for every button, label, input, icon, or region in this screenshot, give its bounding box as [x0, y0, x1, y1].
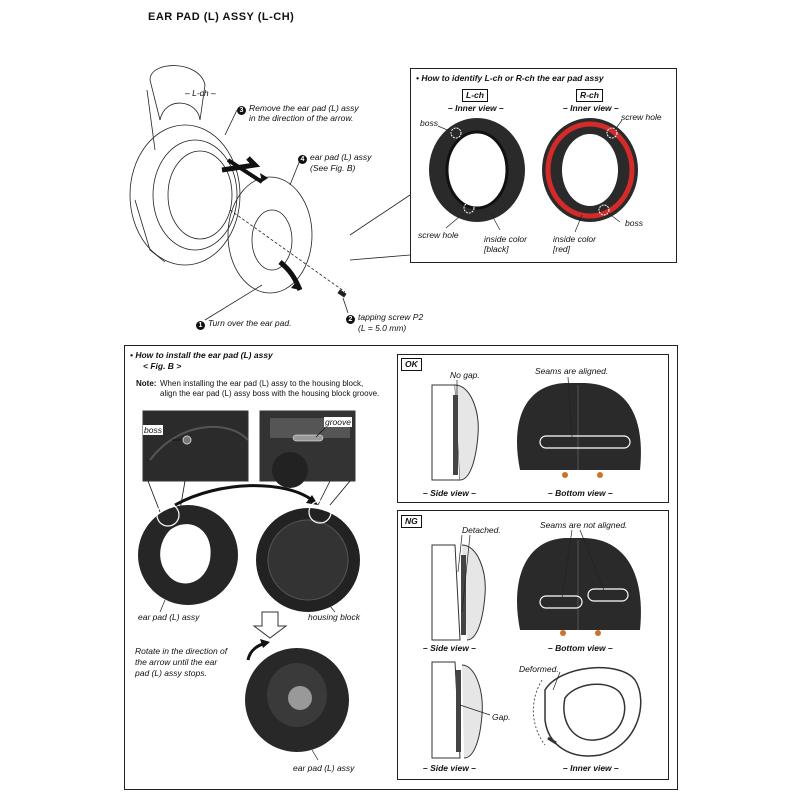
- step3-text1: Remove the ear pad (L) assy: [249, 103, 359, 113]
- housing-block-label: housing block: [308, 612, 360, 622]
- ng-seams-label: Seams are not aligned.: [540, 520, 628, 530]
- deformed-label: Deformed.: [519, 664, 559, 674]
- step2-text2: (L = 5.0 mm): [358, 323, 407, 333]
- step1-number: 1: [196, 321, 205, 330]
- lch-tag: L-ch: [462, 89, 488, 102]
- inner-view-right-label: – Inner view –: [563, 103, 619, 113]
- note-line2: align the ear pad (L) assy boss with the…: [160, 389, 380, 398]
- boss-left-label: boss: [420, 118, 438, 128]
- note-line1: When installing the ear pad (L) assy to …: [160, 379, 364, 388]
- step2-text1: tapping screw P2: [358, 312, 424, 322]
- ng-bottom-view-label: – Bottom view –: [548, 643, 613, 653]
- ng-side-view-label-1: – Side view –: [423, 643, 476, 653]
- step4-text2: (See Fig. B): [310, 163, 356, 173]
- inside-color-right-value: [red]: [553, 244, 571, 254]
- step3-number: 3: [237, 106, 246, 115]
- inside-color-right-label: inside color: [553, 234, 596, 244]
- ok-side-view-label: – Side view –: [423, 488, 476, 498]
- fig-label: < Fig. B >: [143, 361, 182, 371]
- inner-view-left-label: – Inner view –: [448, 103, 504, 113]
- lch-label: – L-ch –: [185, 88, 216, 98]
- groove-zoom-label: groove: [324, 417, 352, 427]
- ng-inner-view-label: – Inner view –: [563, 763, 619, 773]
- step4-number: 4: [298, 155, 307, 164]
- ok-tag: OK: [401, 358, 422, 371]
- screw-hole-left-label: screw hole: [418, 230, 459, 240]
- step1-text: Turn over the ear pad.: [208, 318, 292, 328]
- ok-bottom-view-label: – Bottom view –: [548, 488, 613, 498]
- inside-color-left-value: [black]: [484, 244, 509, 254]
- ok-seams-label: Seams are aligned.: [535, 366, 609, 376]
- ng-side-view-label-2: – Side view –: [423, 763, 476, 773]
- ear-pad-label: ear pad (L) assy: [138, 612, 200, 622]
- identify-heading: • How to identify L-ch or R-ch the ear p…: [416, 73, 604, 83]
- rotate-line1: Rotate in the direction of: [135, 646, 228, 656]
- page-title: EAR PAD (L) ASSY (L-CH): [148, 11, 295, 23]
- inside-color-left-label: inside color: [484, 234, 527, 244]
- boss-zoom-label: boss: [143, 425, 163, 435]
- step2-number: 2: [346, 315, 355, 324]
- step4-text1: ear pad (L) assy: [310, 152, 372, 162]
- gap-label: Gap.: [492, 712, 511, 722]
- ear-pad-label-2: ear pad (L) assy: [293, 763, 355, 773]
- detached-label: Detached.: [462, 525, 501, 535]
- ng-tag: NG: [401, 515, 422, 528]
- boss-right-label: boss: [625, 218, 643, 228]
- rotate-line2: the arrow until the ear: [135, 657, 218, 667]
- no-gap-label: No gap.: [450, 370, 480, 380]
- rch-tag: R-ch: [576, 89, 603, 102]
- rotate-line3: pad (L) assy stops.: [135, 668, 207, 678]
- step3-text2: in the direction of the arrow.: [249, 113, 354, 123]
- screw-hole-right-label: screw hole: [621, 112, 662, 122]
- note-label: Note:: [136, 379, 157, 388]
- install-heading: • How to install the ear pad (L) assy: [130, 350, 273, 360]
